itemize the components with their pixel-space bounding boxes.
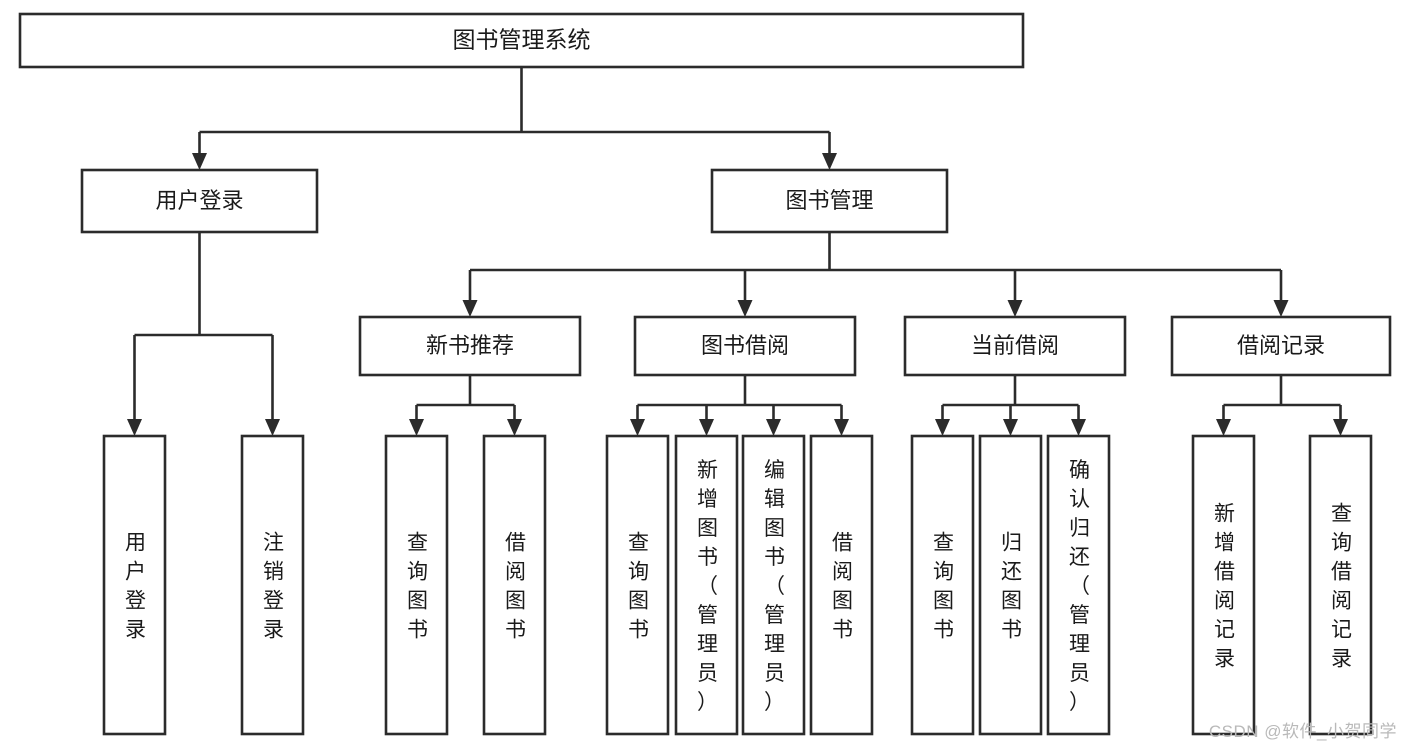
node-layer: 图书管理系统用户登录图书管理新书推荐图书借阅当前借阅借阅记录用户登录注销登录查询…	[18, 12, 1392, 736]
node-box-user-login[interactable]	[80, 168, 319, 234]
node-add-book[interactable]: 新增图书（管理员）	[674, 434, 739, 736]
node-label-query-record: 查询借阅记录	[1331, 503, 1352, 671]
arrow-head-query-record	[1333, 419, 1348, 436]
node-label-return-book: 归还图书	[1001, 532, 1022, 642]
node-box-root[interactable]	[18, 12, 1025, 69]
node-label-q-book-1: 查询图书	[407, 532, 428, 642]
node-label-login: 用户登录	[125, 532, 146, 642]
arrow-head-new-book-rec	[462, 300, 478, 317]
node-borrow-record[interactable]: 借阅记录	[1170, 315, 1392, 377]
node-new-book-rec[interactable]: 新书推荐	[358, 315, 582, 377]
arrow-head-current-borrow	[1007, 300, 1023, 317]
node-label-add-book: 新增图书（管理员）	[697, 459, 718, 714]
arrow-head-book-manage	[822, 153, 837, 170]
node-label-q-book-2: 查询图书	[628, 532, 649, 642]
node-box-query-record[interactable]	[1308, 434, 1373, 736]
node-label-borrow-record: 借阅记录	[1237, 333, 1325, 358]
arrow-head-borrow-record	[1273, 300, 1289, 317]
node-root[interactable]: 图书管理系统	[18, 12, 1025, 69]
arrow-head-q-book-3	[935, 419, 950, 436]
node-current-borrow[interactable]: 当前借阅	[903, 315, 1127, 377]
node-box-q-book-2[interactable]	[605, 434, 670, 736]
node-add-record[interactable]: 新增借阅记录	[1191, 434, 1256, 736]
arrow-head-edit-book	[766, 419, 781, 436]
node-edit-book[interactable]: 编辑图书（管理员）	[741, 434, 806, 736]
node-box-add-record[interactable]	[1191, 434, 1256, 736]
arrow-head-logout	[265, 419, 280, 436]
node-label-confirm-return: 确认归还（管理员）	[1069, 459, 1090, 714]
csdn-watermark: CSDN @软件_小贺同学	[1208, 722, 1397, 741]
arrow-head-add-book	[699, 419, 714, 436]
node-book-borrow[interactable]: 图书借阅	[633, 315, 857, 377]
node-login[interactable]: 用户登录	[102, 434, 167, 736]
node-label-book-manage: 图书管理	[785, 188, 873, 213]
connector-layer	[127, 67, 1348, 436]
node-label-book-borrow: 图书借阅	[701, 333, 789, 358]
node-q-book-2[interactable]: 查询图书	[605, 434, 670, 736]
arrow-head-return-book	[1003, 419, 1018, 436]
arrow-head-b-book-2	[834, 419, 849, 436]
node-box-q-book-1[interactable]	[384, 434, 449, 736]
node-q-book-1[interactable]: 查询图书	[384, 434, 449, 736]
node-label-add-record: 新增借阅记录	[1214, 503, 1235, 671]
node-label-logout: 注销登录	[263, 532, 284, 642]
node-label-current-borrow: 当前借阅	[971, 333, 1059, 358]
node-return-book[interactable]: 归还图书	[978, 434, 1043, 736]
arrow-head-q-book-2	[630, 419, 645, 436]
arrow-head-add-record	[1216, 419, 1231, 436]
arrow-head-q-book-1	[409, 419, 424, 436]
node-box-logout[interactable]	[240, 434, 305, 736]
node-b-book-2[interactable]: 借阅图书	[809, 434, 874, 736]
node-b-book-1[interactable]: 借阅图书	[482, 434, 547, 736]
node-box-current-borrow[interactable]	[903, 315, 1127, 377]
node-box-login[interactable]	[102, 434, 167, 736]
node-book-manage[interactable]: 图书管理	[710, 168, 949, 234]
node-label-user-login: 用户登录	[155, 188, 243, 213]
arrow-head-confirm-return	[1071, 419, 1086, 436]
node-box-b-book-1[interactable]	[482, 434, 547, 736]
arrow-head-book-borrow	[737, 300, 753, 317]
arrow-head-b-book-1	[507, 419, 522, 436]
node-label-root: 图书管理系统	[453, 27, 591, 53]
node-box-borrow-record[interactable]	[1170, 315, 1392, 377]
node-box-edit-book[interactable]	[741, 434, 806, 736]
node-logout[interactable]: 注销登录	[240, 434, 305, 736]
node-label-b-book-1: 借阅图书	[505, 532, 526, 642]
node-label-q-book-3: 查询图书	[933, 532, 954, 642]
node-box-b-book-2[interactable]	[809, 434, 874, 736]
node-box-book-borrow[interactable]	[633, 315, 857, 377]
node-box-return-book[interactable]	[978, 434, 1043, 736]
node-label-b-book-2: 借阅图书	[832, 532, 853, 642]
arrow-head-login	[127, 419, 142, 436]
node-label-edit-book: 编辑图书（管理员）	[764, 459, 785, 714]
node-user-login[interactable]: 用户登录	[80, 168, 319, 234]
node-label-new-book-rec: 新书推荐	[426, 333, 514, 358]
node-box-add-book[interactable]	[674, 434, 739, 736]
node-box-q-book-3[interactable]	[910, 434, 975, 736]
node-box-book-manage[interactable]	[710, 168, 949, 234]
node-confirm-return[interactable]: 确认归还（管理员）	[1046, 434, 1111, 736]
node-q-book-3[interactable]: 查询图书	[910, 434, 975, 736]
node-box-confirm-return[interactable]	[1046, 434, 1111, 736]
node-query-record[interactable]: 查询借阅记录	[1308, 434, 1373, 736]
node-box-new-book-rec[interactable]	[358, 315, 582, 377]
arrow-head-user-login	[192, 153, 207, 170]
